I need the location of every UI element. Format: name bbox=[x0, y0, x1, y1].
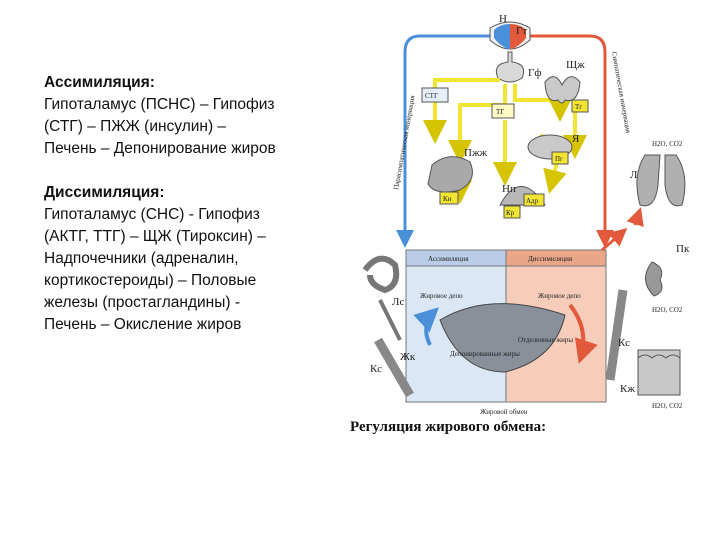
fat-depot-right-label: Жировое депо bbox=[538, 292, 581, 300]
pituitary-label: Гф bbox=[528, 67, 542, 79]
parasympathetic-pathway bbox=[396, 34, 495, 248]
stg-label: СТГ bbox=[425, 92, 438, 100]
stg-box bbox=[421, 87, 449, 103]
kzh-label: Кж bbox=[620, 383, 635, 395]
assimilation-label: Ассимиляция bbox=[428, 255, 469, 263]
dissimilation-line: Печень – Окисление жиров bbox=[44, 316, 242, 333]
summary-text: Ассимиляция: Гипоталамус (ПСНС) – Гипофи… bbox=[44, 72, 354, 336]
dissimilation-heading: Диссимиляция: bbox=[44, 184, 165, 201]
thyroid-label: Щж bbox=[566, 59, 585, 71]
ks-left-label: Кс bbox=[370, 363, 382, 375]
skin-formula: Н2О, СО2 bbox=[652, 402, 683, 410]
fat-depot-left-label: Жировое депо bbox=[420, 292, 463, 300]
tg-label: ТГ bbox=[496, 108, 504, 116]
deponated-fat-label: Депонированные жиры bbox=[450, 350, 520, 358]
sympathetic-label: Симпатическая иннервация bbox=[610, 51, 632, 134]
hypothalamus-label-gt: Гт bbox=[516, 25, 527, 37]
assimilation-line: (СТГ) – ПЖЖ (инсулин) – bbox=[44, 118, 227, 135]
assimilation-line: Печень – Депонирование жиров bbox=[44, 140, 276, 157]
kidney-formula: Н2О, СО2 bbox=[652, 306, 683, 314]
lungs-formula: Н2О, СО2 bbox=[652, 140, 683, 148]
zhk-label: Жк bbox=[400, 351, 416, 363]
released-fat-label: Отделенные жиры bbox=[518, 336, 573, 344]
liver-icon bbox=[439, 303, 566, 373]
thyroxine-label: Тг bbox=[575, 103, 582, 111]
ls-label: Лс bbox=[392, 296, 404, 308]
diagram-caption: Регуляция жирового обмена: bbox=[350, 419, 546, 435]
dissimilation-line: (АКТГ, ТТГ) – ЩЖ (Тироксин) – bbox=[44, 228, 266, 245]
dissimilation-label: Диссимиляция bbox=[528, 255, 573, 263]
pituitary-icon bbox=[495, 51, 525, 83]
gonad-label: Я bbox=[572, 133, 580, 145]
fat-metabolism-label: Жировой обмен bbox=[480, 408, 528, 416]
tg-box bbox=[491, 103, 515, 119]
pk-label: Пк bbox=[676, 243, 690, 255]
pg-label: Пг bbox=[555, 155, 563, 163]
dissimilation-line: кортикостероиды) – Половые bbox=[44, 272, 257, 289]
thyroid-icon bbox=[544, 76, 581, 104]
lungs-label: Л bbox=[630, 169, 638, 181]
adrenal-label: Нп bbox=[502, 183, 516, 195]
skin-icon bbox=[637, 349, 681, 396]
dissimilation-line: железы (простагландины) - bbox=[44, 294, 241, 311]
kidney-icon bbox=[645, 261, 663, 297]
kr-label: Кр bbox=[506, 209, 515, 217]
lymph-vessel-icon bbox=[378, 299, 402, 341]
adr-label: Адр bbox=[526, 197, 539, 205]
dissimilation-line: Надпочечники (адреналин, bbox=[44, 250, 239, 267]
pancreas-label: Пжж bbox=[464, 147, 488, 159]
kn-label: Кн bbox=[443, 195, 452, 203]
intestine-icon bbox=[362, 255, 400, 294]
assimilation-heading: Ассимиляция: bbox=[44, 74, 155, 91]
blood-vessel-right-icon bbox=[605, 289, 628, 381]
fat-metabolism-diagram: Парасимпатическая иннервация Симпатическ… bbox=[350, 13, 690, 435]
assimilation-line: Гипоталамус (ПСНС) – Гипофиз bbox=[44, 96, 275, 113]
blood-vessel-left-icon bbox=[374, 337, 414, 398]
lungs-icon bbox=[636, 154, 686, 207]
hypothalamus-label-h: Н bbox=[499, 13, 507, 25]
dissimilation-line: Гипоталамус (СНС) - Гипофиз bbox=[44, 206, 260, 223]
sympathetic-pathway bbox=[525, 34, 614, 248]
pancreas-icon bbox=[427, 156, 473, 193]
ks-right-label: Кс bbox=[618, 337, 630, 349]
